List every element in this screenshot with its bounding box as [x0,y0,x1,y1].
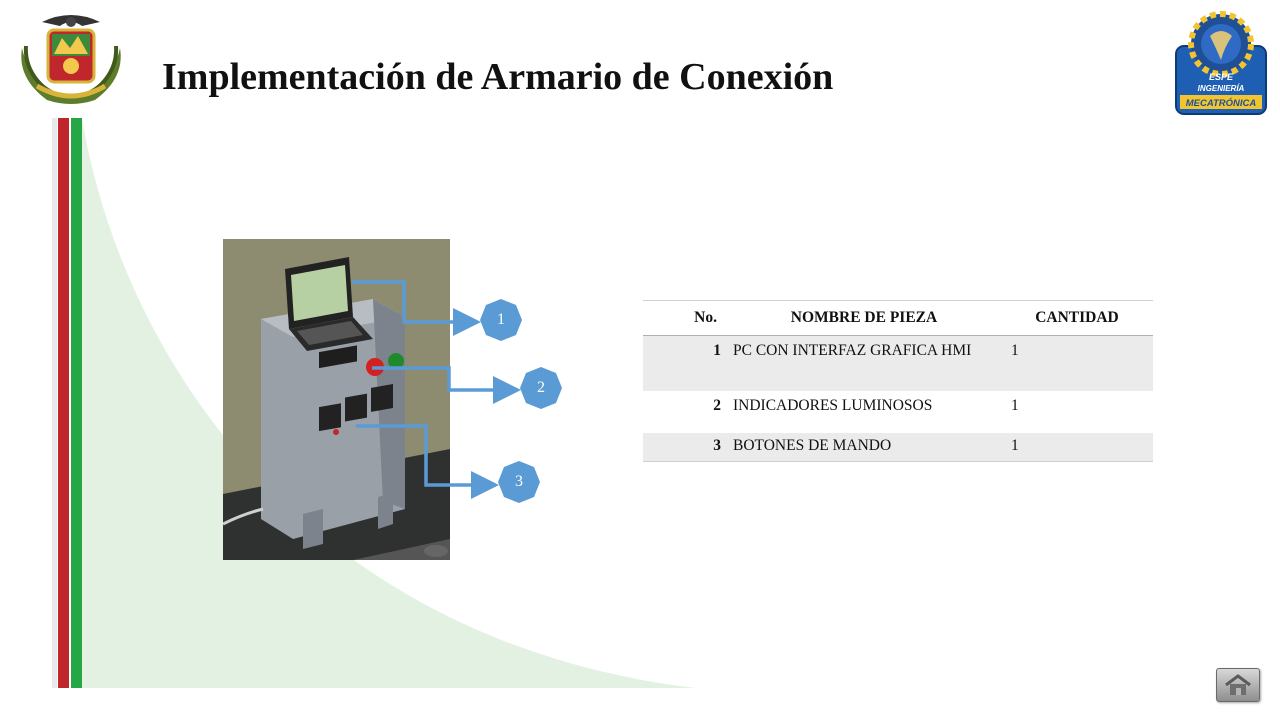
cell-no: 3 [643,433,727,462]
header-qty: CANTIDAD [1001,300,1153,336]
coat-of-arms-logo [21,15,121,104]
table-row: 1 PC CON INTERFAZ GRAFICA HMI 1 [643,335,1153,391]
table-header-row: No. NOMBRE DE PIEZA CANTIDAD [643,300,1153,336]
logo-text-espe: ESPE [1209,72,1234,82]
callout-badge-2: 2 [519,366,563,410]
home-button[interactable] [1216,668,1260,702]
logo-text-ingenieria: INGENIERÍA [1198,84,1245,93]
espe-mecatronica-logo: ESPE INGENIERÍA MECATRÓNICA [1175,11,1267,115]
home-icon [1225,674,1251,695]
cell-qty: 1 [1001,433,1153,462]
callout-number-3: 3 [515,473,523,490]
cell-name: BOTONES DE MANDO [727,433,1001,462]
cell-name: INDICADORES LUMINOSOS [727,391,1001,433]
parts-table: No. NOMBRE DE PIEZA CANTIDAD 1 PC CON IN… [643,300,1153,462]
table-row: 2 INDICADORES LUMINOSOS 1 [643,391,1153,433]
cell-no: 1 [643,335,727,391]
table-row: 3 BOTONES DE MANDO 1 [643,433,1153,462]
callout-badge-1: 1 [479,298,523,342]
callout-number-1: 1 [497,311,505,328]
header-name: NOMBRE DE PIEZA [727,300,1001,336]
cell-name: PC CON INTERFAZ GRAFICA HMI [727,335,1001,391]
cell-qty: 1 [1001,391,1153,433]
cell-qty: 1 [1001,335,1153,391]
header-no: No. [643,300,727,336]
callout-badge-3: 3 [497,460,541,504]
cell-no: 2 [643,391,727,433]
cabinet-rendering [223,239,450,560]
page-title: Implementación de Armario de Conexión [162,56,834,98]
callout-number-2: 2 [537,379,545,396]
logo-text-mecatronica: MECATRÓNICA [1186,97,1257,109]
